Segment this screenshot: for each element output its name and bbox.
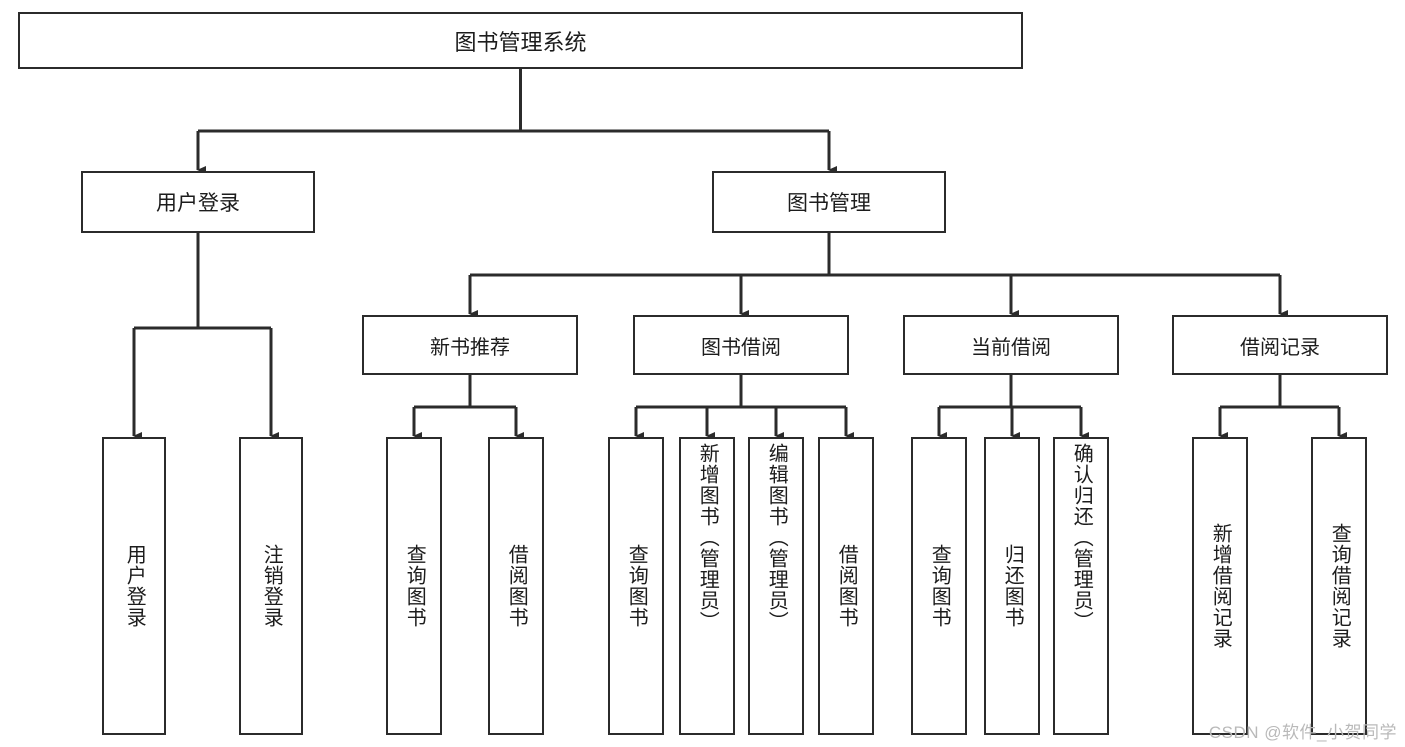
node-login-user-label: 用户登录	[123, 544, 146, 628]
node-login-logout[interactable]: 注销登录	[239, 437, 303, 735]
node-current-return-book-label: 归还图书	[1001, 544, 1024, 628]
node-newbook-query-book-label: 查询图书	[403, 544, 426, 628]
node-new-book-recommend-label: 新书推荐	[430, 336, 510, 359]
node-records-query-record-label: 查询借阅记录	[1328, 523, 1351, 649]
node-records-add-record-label: 新增借阅记录	[1209, 523, 1232, 649]
node-book-borrow-label: 图书借阅	[701, 336, 781, 359]
node-current-query-book[interactable]: 查询图书	[911, 437, 967, 735]
node-user-login[interactable]: 用户登录	[81, 171, 315, 233]
node-root[interactable]: 图书管理系统	[18, 12, 1023, 69]
node-current-borrow-label: 当前借阅	[971, 336, 1051, 359]
node-current-return-book[interactable]: 归还图书	[984, 437, 1040, 735]
node-borrow-add-book-admin[interactable]: 新增图书（管理员）	[679, 437, 735, 735]
node-book-borrow[interactable]: 图书借阅	[633, 315, 849, 375]
node-newbook-query-book[interactable]: 查询图书	[386, 437, 442, 735]
node-newbook-borrow-book[interactable]: 借阅图书	[488, 437, 544, 735]
node-records-add-record[interactable]: 新增借阅记录	[1192, 437, 1248, 735]
node-user-login-label: 用户登录	[156, 192, 240, 215]
node-current-borrow[interactable]: 当前借阅	[903, 315, 1119, 375]
node-login-user[interactable]: 用户登录	[102, 437, 166, 735]
node-records-query-record[interactable]: 查询借阅记录	[1311, 437, 1367, 735]
node-root-label: 图书管理系统	[454, 29, 587, 55]
node-borrow-lend-book[interactable]: 借阅图书	[818, 437, 874, 735]
node-login-logout-label: 注销登录	[260, 544, 283, 628]
node-newbook-borrow-book-label: 借阅图书	[505, 544, 528, 628]
node-borrow-records[interactable]: 借阅记录	[1172, 315, 1388, 375]
node-borrow-records-label: 借阅记录	[1240, 336, 1320, 359]
node-borrow-lend-book-label: 借阅图书	[835, 544, 858, 628]
node-borrow-query-book-label: 查询图书	[625, 544, 648, 628]
node-borrow-edit-book-admin-label: 编辑图书（管理员）	[765, 443, 788, 632]
node-borrow-add-book-admin-label: 新增图书（管理员）	[696, 443, 719, 632]
csdn-watermark: CSDN @软件_小贺同学	[1208, 723, 1397, 742]
node-current-confirm-return-admin[interactable]: 确认归还（管理员）	[1053, 437, 1109, 735]
node-borrow-query-book[interactable]: 查询图书	[608, 437, 664, 735]
node-new-book-recommend[interactable]: 新书推荐	[362, 315, 578, 375]
node-book-management[interactable]: 图书管理	[712, 171, 946, 233]
node-book-management-label: 图书管理	[787, 192, 871, 215]
node-current-confirm-return-admin-label: 确认归还（管理员）	[1070, 443, 1093, 632]
node-current-query-book-label: 查询图书	[928, 544, 951, 628]
node-borrow-edit-book-admin[interactable]: 编辑图书（管理员）	[748, 437, 804, 735]
